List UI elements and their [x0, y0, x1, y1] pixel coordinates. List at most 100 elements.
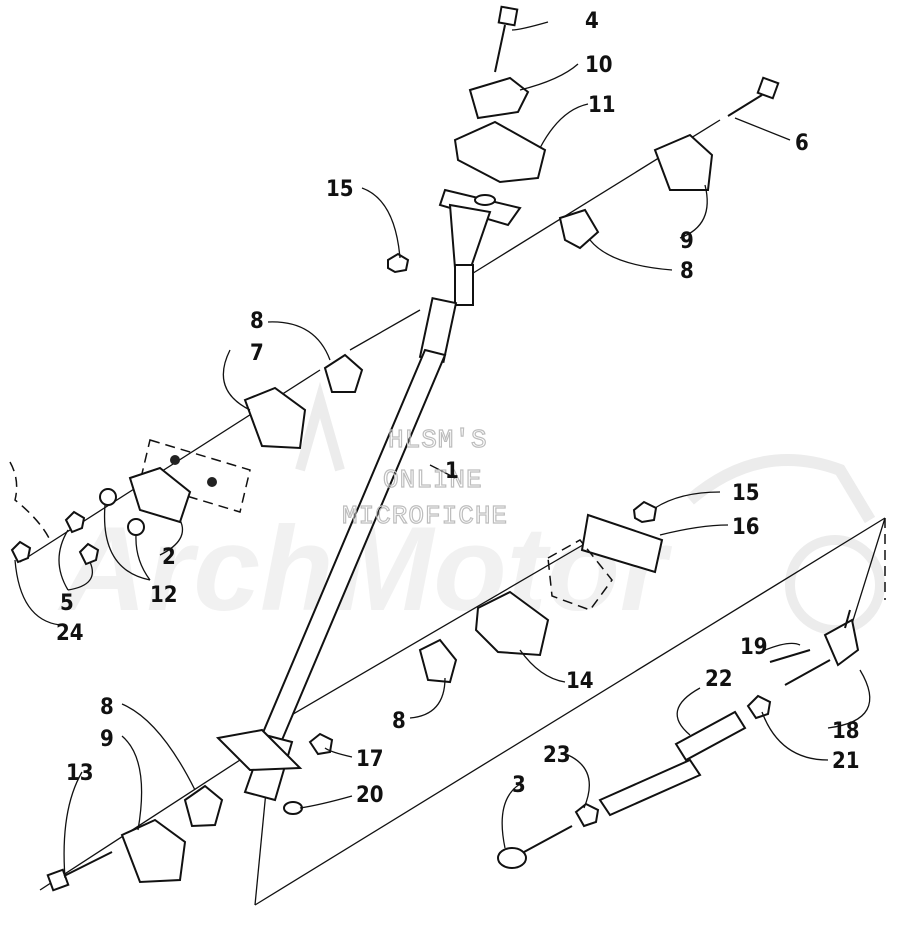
callout-9-upper: 9	[680, 229, 694, 254]
callout-1: 1	[445, 459, 459, 484]
callout-19: 19	[740, 635, 768, 660]
watermark-line-2: ONLINE	[383, 465, 483, 495]
tie-rod-tube	[598, 758, 702, 817]
callout-20: 20	[356, 783, 384, 808]
callout-5: 5	[60, 591, 74, 616]
sleeve-22	[674, 710, 747, 762]
washer-20	[283, 801, 303, 815]
clamp-11	[453, 120, 547, 184]
leader-8d	[121, 703, 196, 791]
nut-23	[574, 802, 600, 828]
callout-12: 12	[150, 583, 178, 608]
cable-dashed	[9, 461, 51, 541]
nut-24	[10, 540, 32, 564]
nut-21	[746, 694, 772, 720]
leader-15a	[361, 187, 401, 259]
nut-15-lower	[632, 500, 658, 524]
callout-10: 10	[585, 53, 613, 78]
callout-14: 14	[566, 669, 594, 694]
callout-11: 11	[588, 93, 616, 118]
leader-1	[429, 464, 456, 479]
leader-10	[519, 63, 579, 91]
leader-14	[519, 649, 566, 683]
cotter-pin-19	[769, 649, 811, 663]
washer-12-a	[99, 488, 117, 506]
callout-8-upper: 8	[680, 259, 694, 284]
callout-15-upper: 15	[326, 177, 354, 202]
callout-15-lower: 15	[732, 481, 760, 506]
tie-rod-end-3	[497, 825, 573, 869]
bolt-6	[727, 76, 780, 117]
callout-2: 2	[162, 545, 176, 570]
clamp-10	[468, 76, 530, 120]
leader-4	[511, 21, 549, 31]
callout-8-lower: 8	[392, 709, 406, 734]
leader-8a	[589, 239, 673, 271]
tie-rod-leader	[849, 517, 886, 631]
callout-18: 18	[832, 719, 860, 744]
leader-7	[222, 349, 251, 411]
leader-9b	[121, 735, 143, 831]
callout-8-bottom: 8	[100, 695, 114, 720]
leader-18	[827, 669, 871, 729]
leader-23	[567, 754, 590, 809]
callout-4: 4	[585, 9, 599, 34]
leader-24	[14, 559, 61, 626]
callout-23: 23	[543, 743, 571, 768]
callout-24: 24	[56, 621, 84, 646]
block-7	[243, 386, 307, 450]
tie-rod-boundary-upper	[254, 517, 886, 906]
nut-5-b	[78, 542, 100, 566]
callout-21: 21	[832, 749, 860, 774]
block-9-bottom	[120, 818, 187, 884]
bushing-8-bottom	[183, 784, 224, 828]
tie-rod-end-18	[784, 609, 860, 686]
callout-16: 16	[732, 515, 760, 540]
axis-line-lower	[239, 534, 601, 746]
leader-22	[676, 687, 701, 736]
nut-15-upper	[387, 252, 410, 274]
leader-16	[659, 524, 729, 536]
callout-3: 3	[512, 773, 526, 798]
leader-8c	[409, 677, 446, 719]
callout-7: 7	[250, 341, 264, 366]
leader-12	[103, 504, 151, 581]
leader-11	[539, 103, 589, 149]
bolt-4	[494, 5, 519, 73]
plate-16	[580, 513, 664, 574]
callout-17: 17	[356, 747, 384, 772]
bushing-8-upper	[558, 208, 600, 250]
axis-line-bottom	[39, 759, 241, 891]
leader-13	[63, 771, 83, 879]
leader-9a	[679, 184, 708, 239]
block-14	[474, 590, 550, 657]
callout-8-mid: 8	[250, 309, 264, 334]
leader-21	[761, 711, 829, 761]
nut-5-a	[64, 510, 86, 534]
plate-2	[128, 466, 192, 524]
axis-line-upper	[349, 309, 421, 351]
callout-9-bottom: 9	[100, 727, 114, 752]
leader-8b	[267, 321, 331, 361]
leader-20	[299, 795, 353, 809]
watermark-line-3: MICROFICHE	[342, 501, 508, 531]
dashed-plate	[139, 439, 251, 513]
block-9-upper	[653, 133, 714, 191]
leader-19	[764, 642, 801, 651]
callout-6: 6	[795, 131, 809, 156]
callout-13: 13	[66, 761, 94, 786]
watermark-line-1: HLSM'S	[388, 425, 488, 455]
callout-22: 22	[705, 667, 733, 692]
leader-17	[324, 747, 353, 758]
leader-5	[58, 529, 94, 591]
nut-17	[308, 732, 334, 756]
leader-6	[734, 117, 791, 141]
washer-12-b	[127, 518, 145, 536]
leader-3	[501, 783, 521, 849]
bushing-8-mid	[323, 353, 364, 393]
leader-2	[159, 519, 184, 556]
bushing-8-lower	[418, 638, 458, 684]
steering-post	[215, 188, 522, 802]
